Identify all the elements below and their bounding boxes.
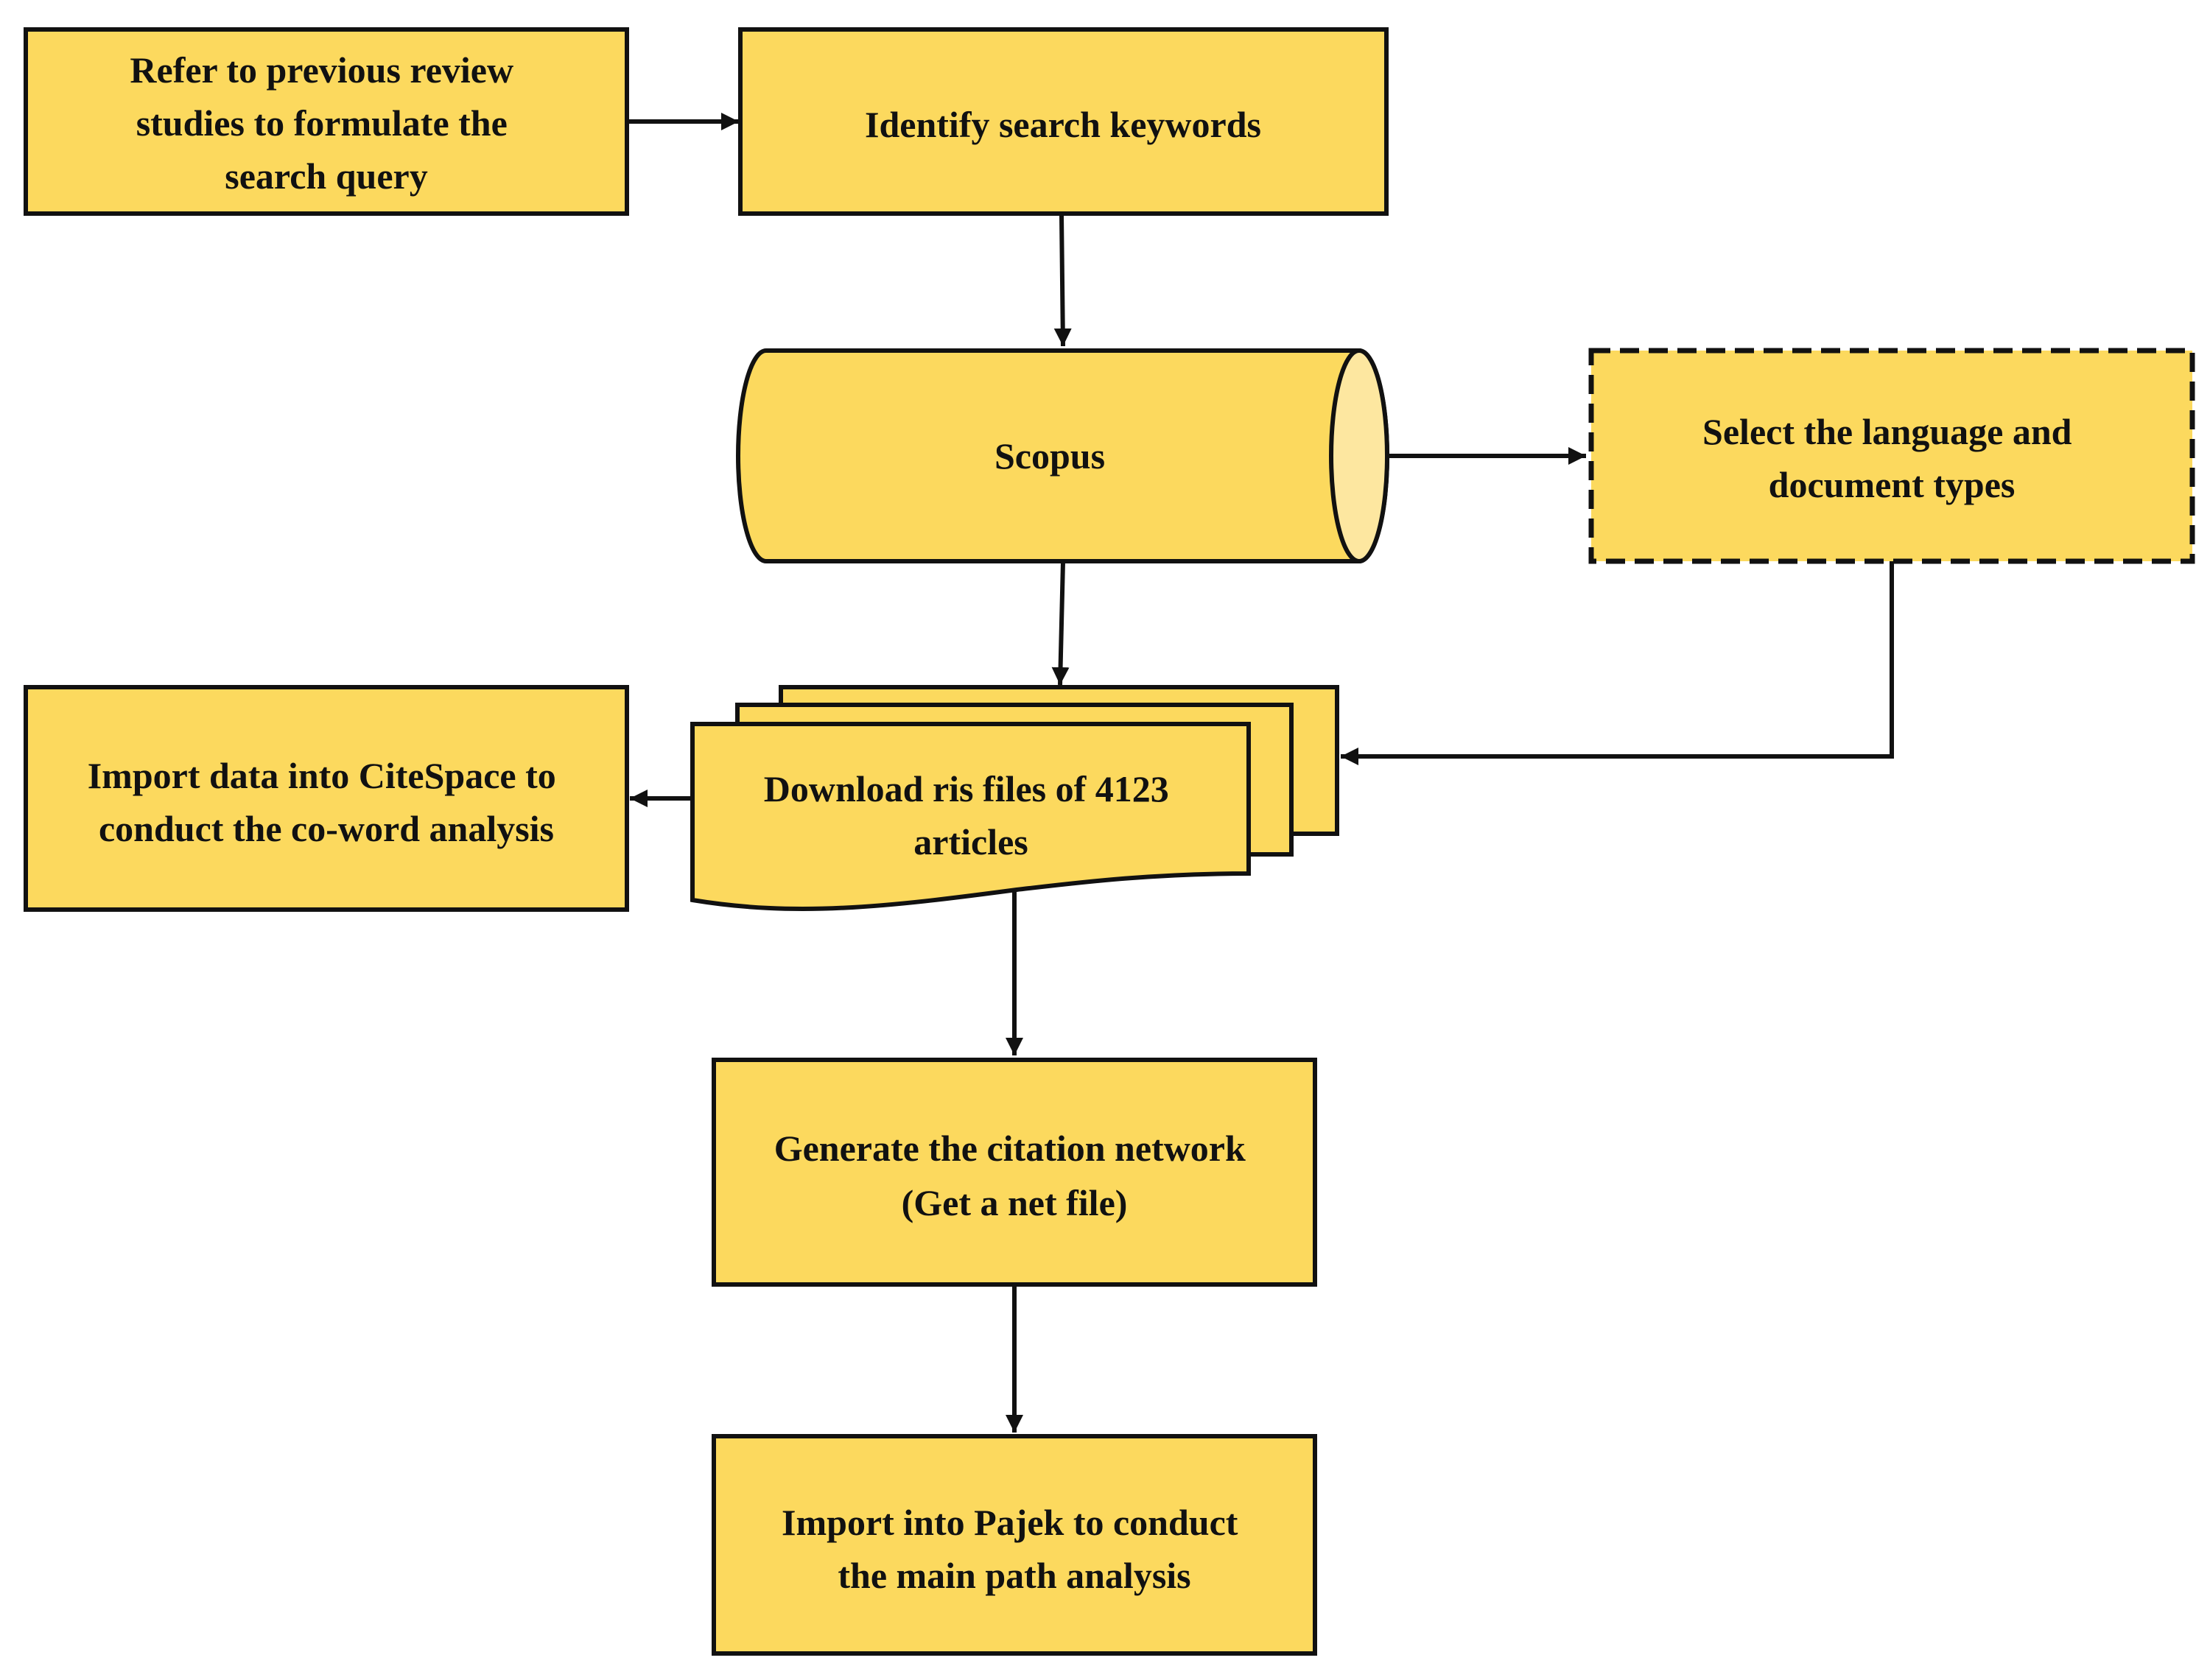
- node-scopus-end-cap: [1329, 348, 1389, 563]
- node-select-line-2: document types: [1769, 464, 2016, 505]
- node-scopus-label: Scopus: [994, 435, 1105, 477]
- node-identify-line-1: Identify search keywords: [865, 104, 1261, 145]
- svg-text:Download ris files of 4123: Download ris files of 4123 articles: [764, 768, 1179, 862]
- node-generate: Generate the citation network (Get a net…: [712, 1058, 1317, 1287]
- node-select: Select the language and document types: [1588, 348, 2195, 564]
- connectors: [627, 113, 1894, 1433]
- node-citespace-line-1: Import data into CiteSpace to: [88, 755, 556, 796]
- node-refer-box: [24, 27, 629, 216]
- svg-text:Refer to previous review: Refer to previous review studies to form…: [130, 49, 522, 197]
- node-download-front-sheet: [690, 722, 1251, 912]
- node-scopus: Scopus: [736, 348, 1389, 563]
- arrow-scopus-to-download: [1051, 561, 1070, 686]
- node-refer: Refer to previous review studies to form…: [24, 27, 629, 216]
- node-refer-line-3: search query: [225, 155, 427, 197]
- node-generate-line-1: Generate the citation network: [774, 1128, 1246, 1169]
- node-pajek-line-2: the main path analysis: [838, 1555, 1190, 1596]
- node-select-line-1: Select the language and: [1702, 411, 2072, 452]
- node-citespace: Import data into CiteSpace to conduct th…: [24, 685, 629, 912]
- arrow-identify-to-scopus: [1053, 215, 1072, 347]
- svg-text:Import into Pajek to conduct: Import into Pajek to conduct the main pa…: [782, 1502, 1247, 1596]
- node-citespace-box: [24, 685, 629, 912]
- svg-text:Select the language and: Select the language and document types: [1702, 411, 2081, 505]
- node-identify: Identify search keywords: [738, 27, 1389, 216]
- node-pajek-box: [712, 1434, 1317, 1656]
- node-identify-box: [738, 27, 1389, 216]
- node-download-line-2: articles: [913, 821, 1028, 862]
- node-refer-line-1: Refer to previous review: [130, 49, 513, 91]
- node-citespace-line-2: conduct the co-word analysis: [99, 808, 554, 849]
- svg-text:Scopus: Scopus: [994, 435, 1105, 477]
- node-select-box: [1588, 348, 2195, 564]
- node-pajek-line-1: Import into Pajek to conduct: [782, 1502, 1238, 1543]
- arrow-select-to-download: [1341, 561, 1894, 765]
- node-refer-line-2: studies to formulate the: [136, 102, 508, 144]
- node-generate-line-2: (Get a net file): [902, 1182, 1128, 1223]
- svg-text:Import data into CiteSpace to: Import data into CiteSpace to conduct th…: [88, 755, 566, 849]
- node-download: Download ris files of 4123 articles: [690, 685, 1339, 912]
- node-download-line-1: Download ris files of 4123: [764, 768, 1169, 809]
- svg-text:Generate the citation network: Generate the citation network (Get a net…: [774, 1128, 1255, 1223]
- svg-text:Identify search keywords: Identify search keywords: [865, 104, 1261, 145]
- node-generate-box: [712, 1058, 1317, 1287]
- node-pajek: Import into Pajek to conduct the main pa…: [712, 1434, 1317, 1656]
